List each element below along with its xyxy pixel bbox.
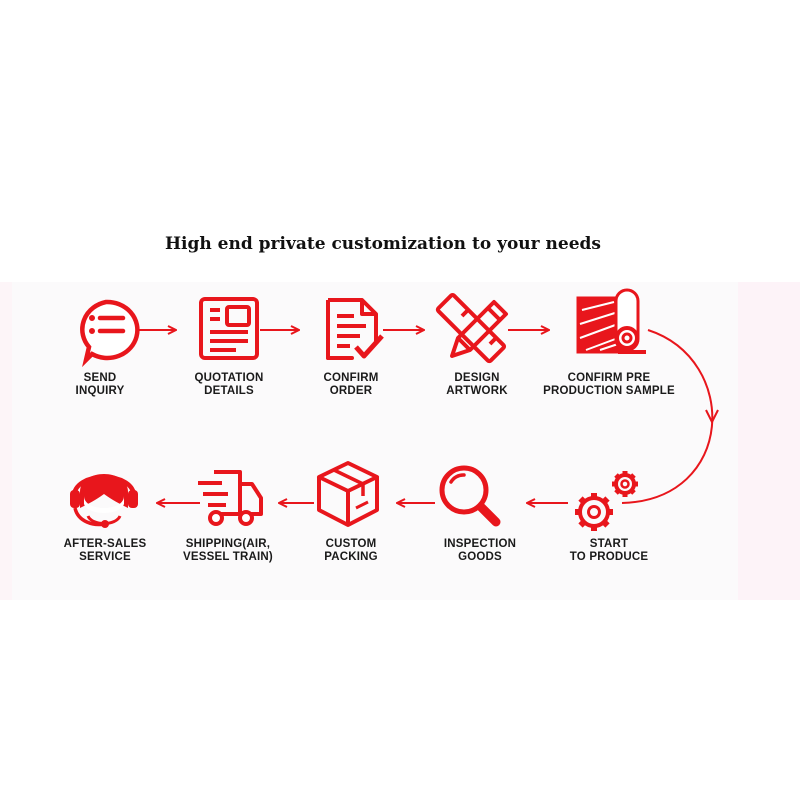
delivery-truck-icon (198, 470, 263, 526)
page-title: High end private customization to your n… (165, 234, 601, 254)
fabric-roll-icon (576, 288, 646, 354)
magnifier-icon (439, 465, 501, 527)
pencil-ruler-icon (435, 292, 508, 364)
step-label-start-to-produce: START TO PRODUCE (569, 538, 649, 563)
step-label-shipping: SHIPPING(AIR, VESSEL TRAIN) (183, 538, 273, 563)
step-label-quotation-details: QUOTATION DETAILS (194, 372, 264, 397)
step-label-confirm-sample: CONFIRM PRE PRODUCTION SAMPLE (543, 372, 675, 397)
step-label-confirm-order: CONFIRM ORDER (323, 372, 379, 397)
box-icon (317, 461, 379, 527)
step-label-custom-packing: CUSTOM PACKING (324, 538, 378, 563)
right-band-edge (738, 282, 800, 600)
quotation-document-icon (199, 297, 259, 360)
left-band-edge (0, 282, 12, 600)
curve-connector (621, 329, 719, 504)
checked-document-icon (326, 298, 384, 360)
curve-arrow-head (705, 409, 719, 425)
curve-arrow-5-6 (621, 329, 714, 504)
step-label-send-inquiry: SEND INQUIRY (75, 372, 125, 397)
headset-support-icon (70, 474, 138, 528)
step-label-inspection-goods: INSPECTION GOODS (443, 538, 517, 563)
step-label-design-artwork: DESIGN ARTWORK (446, 372, 508, 397)
step-label-after-sales: AFTER-SALES SERVICE (63, 538, 147, 563)
chat-bubble-icon (80, 299, 140, 368)
gears-icon (575, 471, 638, 531)
